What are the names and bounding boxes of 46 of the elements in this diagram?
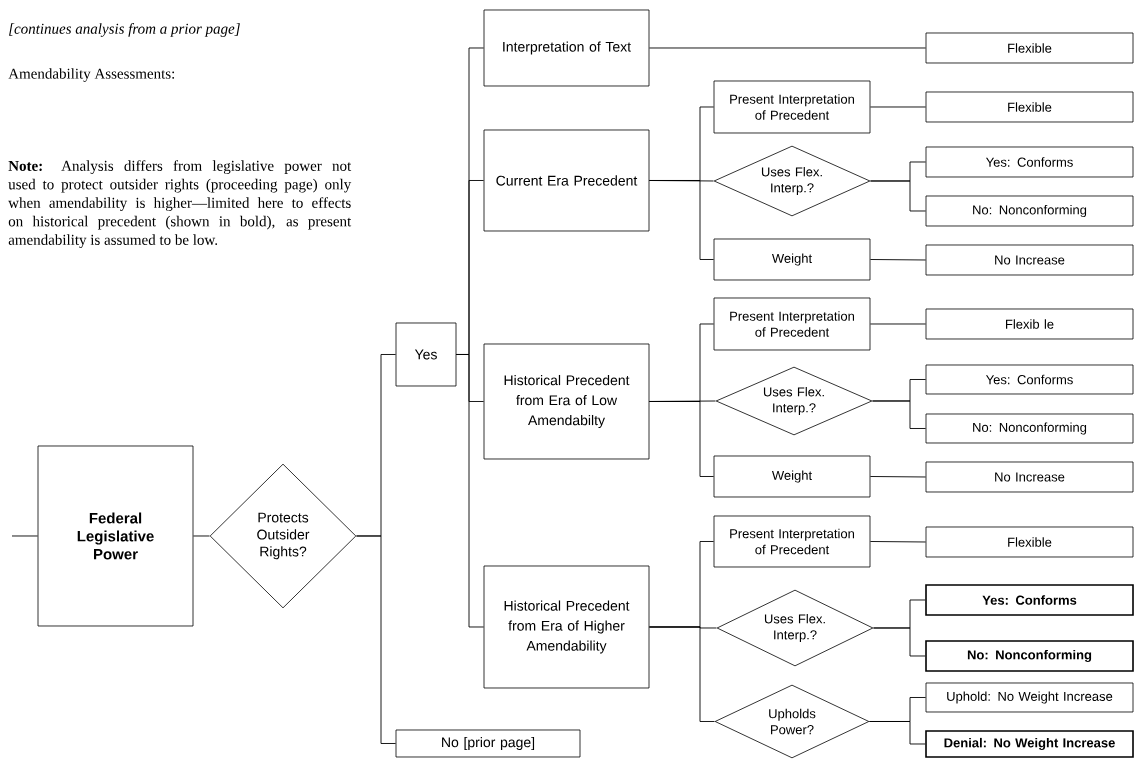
outcome-box: Flexible bbox=[925, 91, 1134, 123]
process-box: Historical Precedent from Era of Higher Amendability bbox=[483, 565, 650, 689]
connector-line bbox=[869, 323, 927, 325]
outcome-box: No Increase bbox=[925, 461, 1134, 493]
connector-line bbox=[355, 535, 397, 744]
process-box: Yes bbox=[395, 322, 457, 387]
connector-line bbox=[192, 535, 211, 537]
note-text: [continues analysis from a prior page] bbox=[9, 23, 240, 37]
outcome-box: Yes: Conforms bbox=[925, 146, 1134, 178]
connector-line bbox=[869, 476, 927, 478]
connector-line bbox=[648, 47, 927, 49]
process-box: Interpretation of Text bbox=[483, 9, 650, 87]
connector-line bbox=[648, 180, 715, 260]
process-box: Present Interpretation of Precedent bbox=[713, 80, 871, 134]
connector-line bbox=[648, 401, 715, 477]
connector-line bbox=[11, 535, 39, 537]
outcome-box: Flexible bbox=[925, 526, 1134, 558]
outcome-box: Flexib le bbox=[925, 308, 1134, 340]
connector-line bbox=[872, 627, 926, 657]
connector-line bbox=[455, 354, 485, 628]
outcome-box: No: Nonconforming bbox=[925, 640, 1134, 672]
outcome-box: Uphold: No Weight Increase bbox=[925, 682, 1134, 713]
outcome-box: No: Nonconforming bbox=[925, 413, 1134, 444]
outcome-box: No: Nonconforming bbox=[925, 195, 1134, 227]
process-box: No [prior page] bbox=[395, 729, 581, 758]
connector-line bbox=[868, 721, 926, 745]
process-box: Current Era Precedent bbox=[483, 129, 650, 232]
outcome-box: No Increase bbox=[925, 244, 1134, 276]
outcome-box: Denial: No Weight Increase bbox=[925, 730, 1134, 758]
connector-line bbox=[869, 541, 927, 543]
connector-line bbox=[869, 259, 927, 261]
process-box: Present Interpretation of Precedent bbox=[713, 515, 871, 568]
outcome-box: Flexible bbox=[925, 32, 1134, 64]
process-box: Weight bbox=[713, 455, 871, 498]
note-text: Note: Analysis differs from legislative power not used to protect outsider rights (proceeding page) only when amendability is higher—limited here to effects on historical precedent (shown in bold), as present amendability is assumed to be low. bbox=[8, 160, 352, 248]
process-box: Present Interpretation of Precedent bbox=[713, 297, 871, 351]
process-box: Weight bbox=[713, 238, 871, 281]
heading-text: Amendability Assessments: bbox=[8, 68, 175, 82]
connector-line bbox=[869, 106, 927, 108]
process-box: Federal Legislative Power bbox=[37, 445, 194, 627]
process-box: Historical Precedent from Era of Low Amendabilty bbox=[483, 343, 650, 460]
outcome-box: Yes: Conforms bbox=[925, 584, 1134, 616]
connector-line bbox=[869, 180, 927, 212]
connector-line bbox=[648, 626, 716, 722]
connector-line bbox=[871, 400, 927, 429]
outcome-box: Yes: Conforms bbox=[925, 364, 1134, 395]
